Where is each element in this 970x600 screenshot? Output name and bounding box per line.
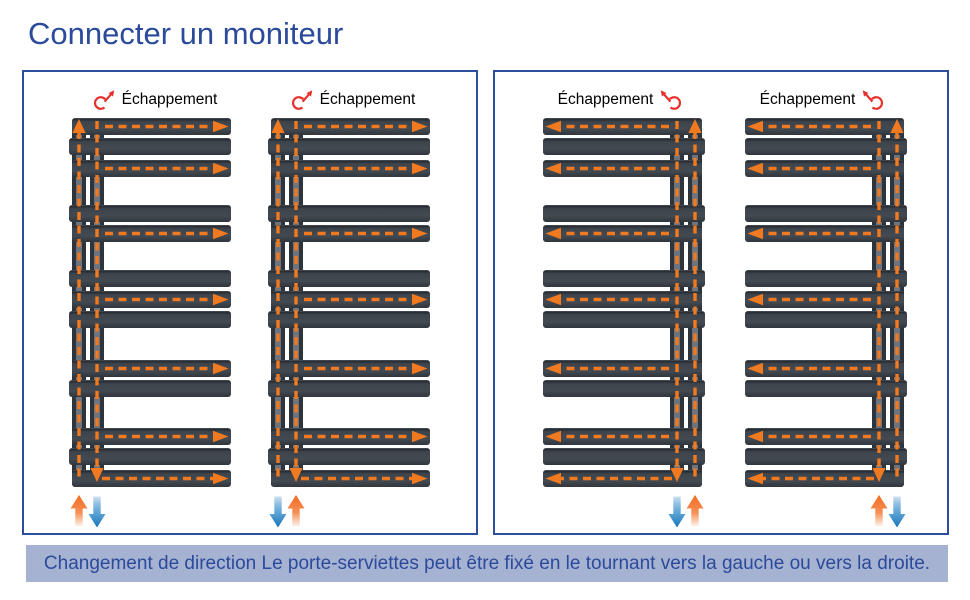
radiator-diagram <box>69 118 237 530</box>
panel-left: Échappement Échappement <box>22 70 478 535</box>
rotate-arrow-icon <box>863 90 884 110</box>
exhaust-label-text: Échappement <box>121 91 218 108</box>
rotate-arrow-icon <box>291 90 312 110</box>
exhaust-label-text: Échappement <box>319 91 416 108</box>
rotate-arrow-icon <box>93 90 114 110</box>
caption-bar: Changement de direction Le porte-serviet… <box>26 545 948 582</box>
exhaust-label: Échappement <box>517 86 725 114</box>
page-title: Connecter un moniteur <box>28 16 344 51</box>
radiator-diagram <box>537 118 705 530</box>
radiator-diagram <box>268 118 436 530</box>
exhaust-label-text: Échappement <box>557 91 654 108</box>
exhaust-label: Échappement <box>719 86 927 114</box>
radiator-diagram <box>739 118 907 530</box>
exhaust-label: Échappement <box>50 86 258 114</box>
panel-right: Échappement Échappement <box>493 70 949 535</box>
rotate-arrow-icon <box>661 90 682 110</box>
exhaust-label-text: Échappement <box>759 91 856 108</box>
exhaust-label: Échappement <box>248 86 456 114</box>
caption-text: Changement de direction Le porte-serviet… <box>43 552 931 574</box>
